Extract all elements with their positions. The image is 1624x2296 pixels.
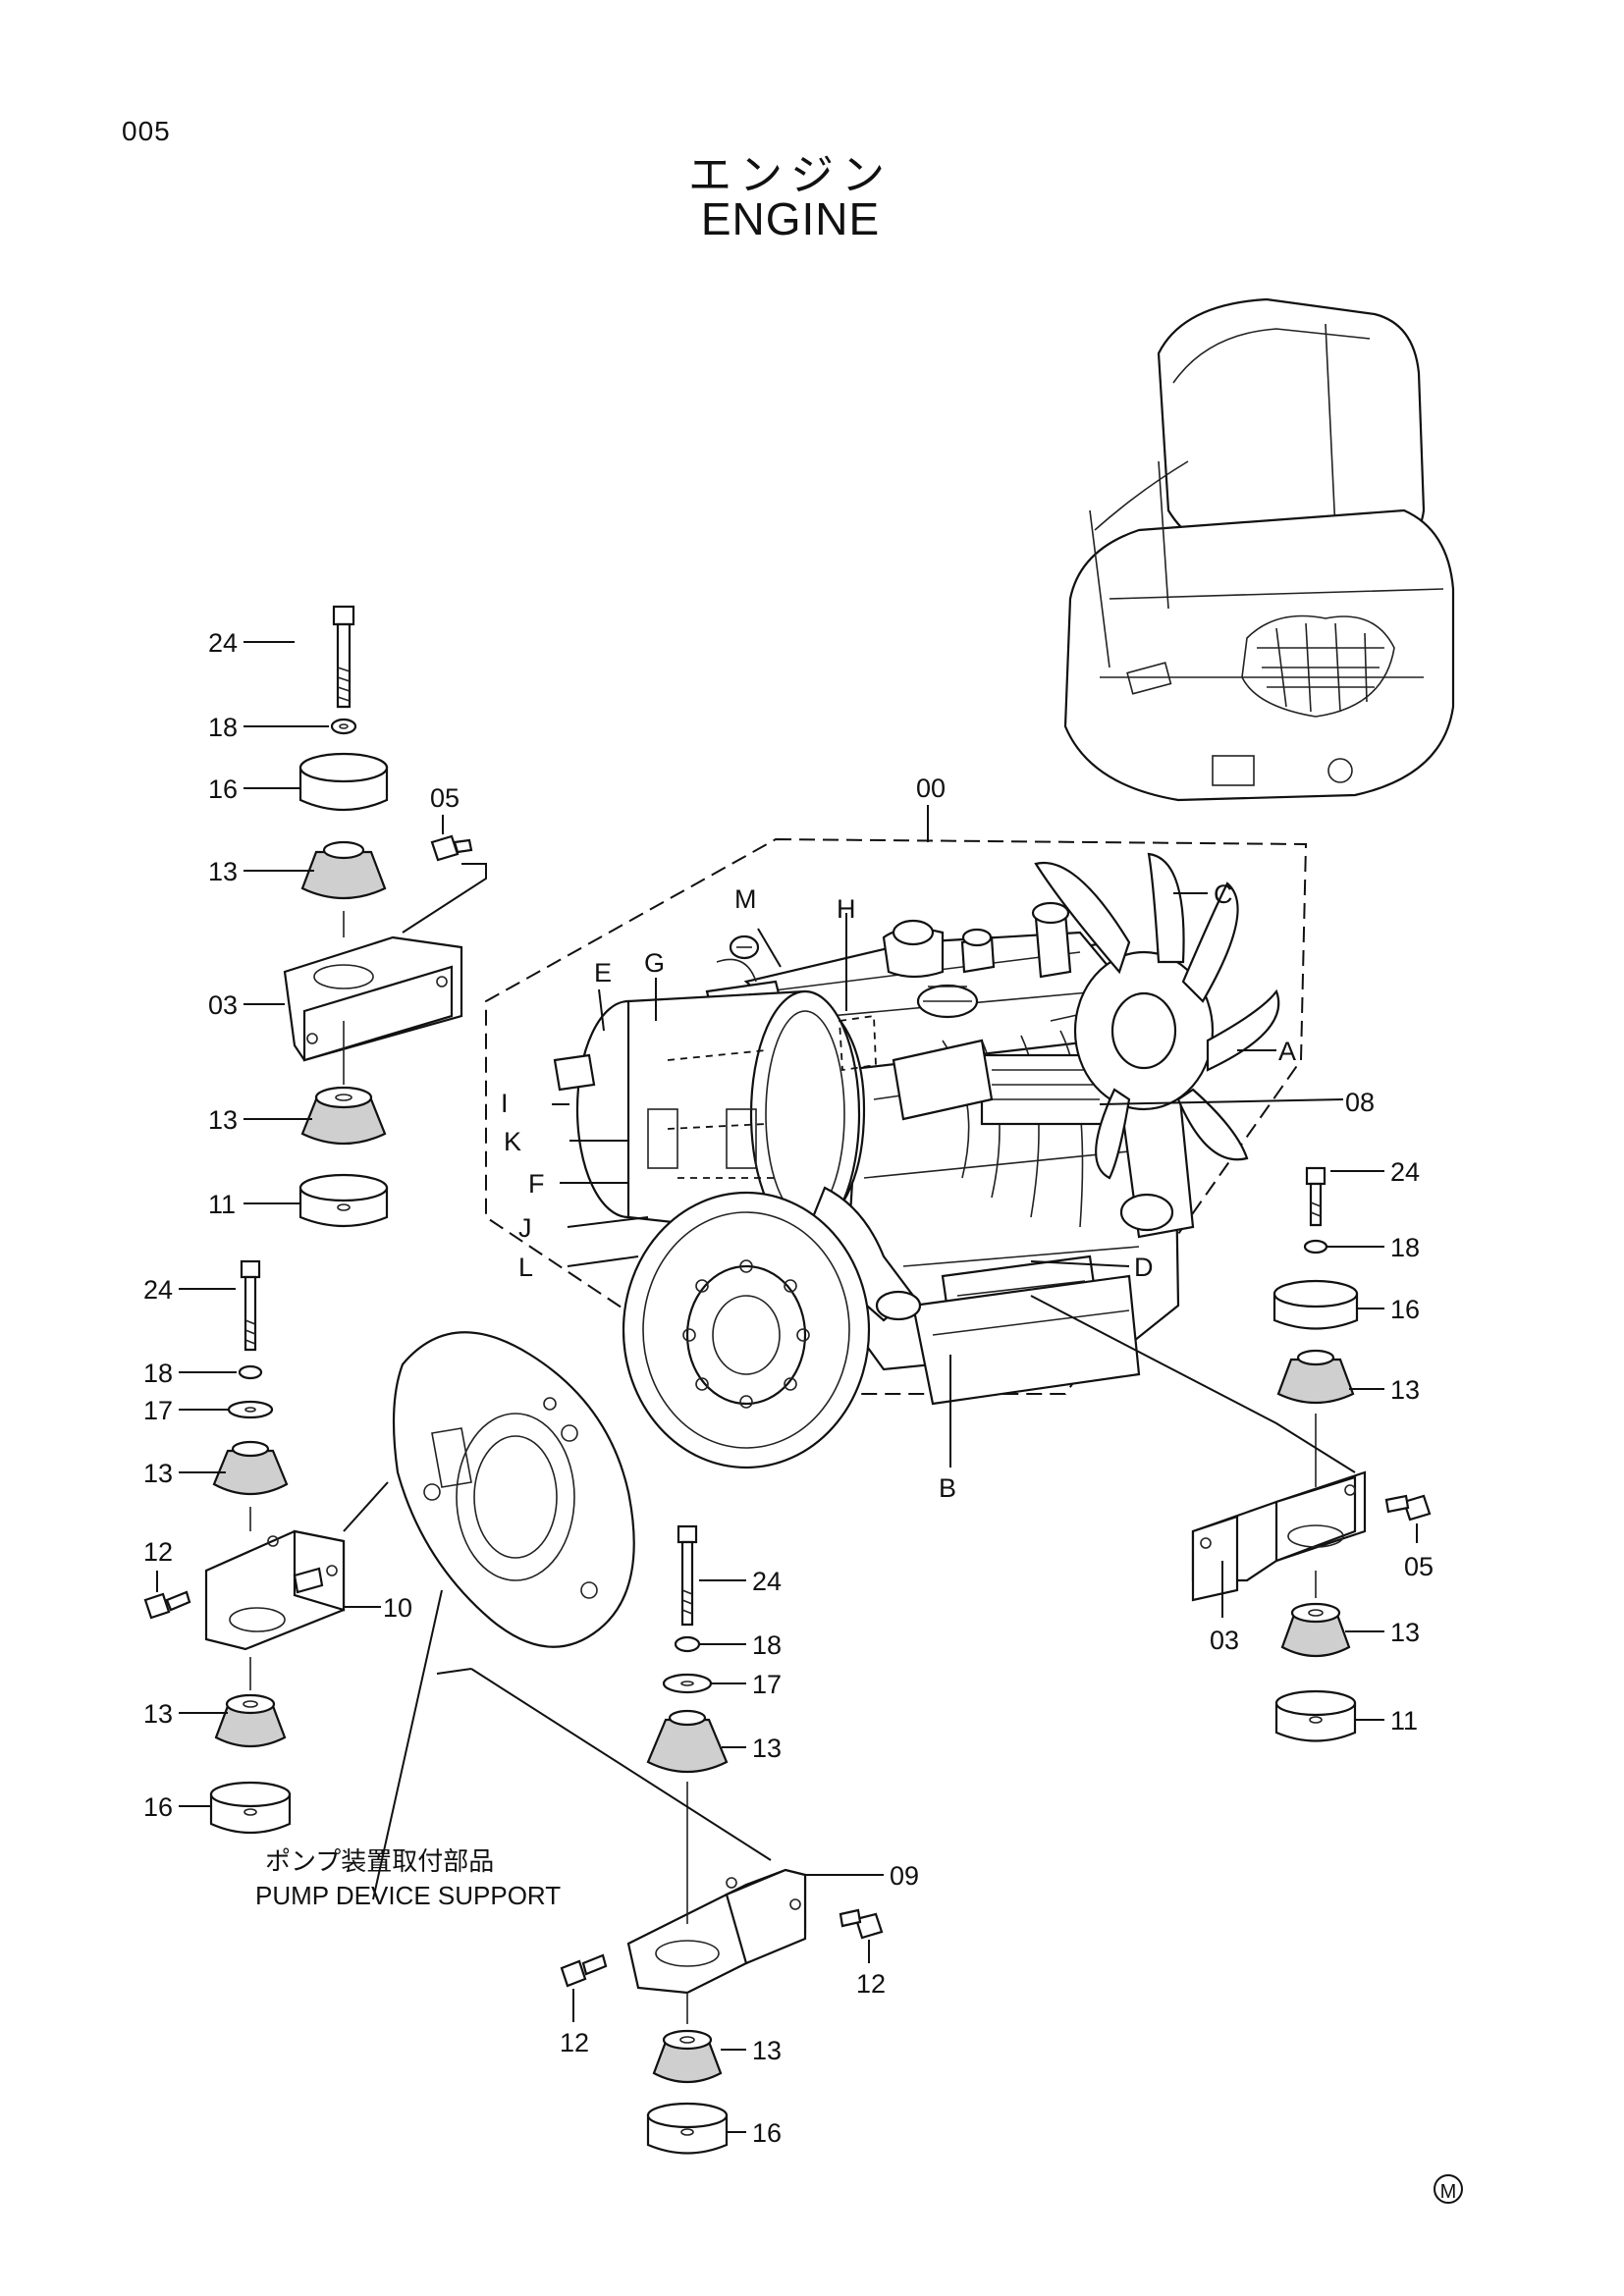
- manufacturer-mark: M: [1434, 2174, 1463, 2204]
- pump-note-en: PUMP DEVICE SUPPORT: [255, 1881, 561, 1910]
- callout-12-bottom-left: 12: [560, 2028, 589, 2057]
- callout-17-left: 17: [143, 1396, 173, 1425]
- title-english: ENGINE: [700, 193, 881, 244]
- callout-11-right: 11: [1390, 1706, 1418, 1735]
- callout-13-g: 13: [752, 1734, 782, 1763]
- letter-k: K: [504, 1127, 521, 1156]
- callout-13-e: 13: [1390, 1375, 1420, 1405]
- leader-lines: [156, 641, 1418, 2133]
- engine-letter-labels: A B C D E F G H I J K L M: [501, 880, 1296, 1503]
- callout-18-top: 18: [208, 713, 238, 742]
- callout-24-top: 24: [208, 628, 238, 658]
- callout-13-f: 13: [1390, 1618, 1420, 1647]
- cooling-fan-drawing: [1034, 852, 1280, 1180]
- callout-24-left: 24: [143, 1275, 173, 1305]
- callout-08: 08: [1345, 1088, 1375, 1117]
- callout-12-left: 12: [143, 1537, 173, 1567]
- letter-e: E: [594, 958, 612, 988]
- callout-13-d: 13: [143, 1699, 173, 1729]
- air-cleaner-drawing: [553, 934, 922, 1322]
- engine-assembly-boundary: [485, 837, 1308, 1395]
- letter-j: J: [518, 1213, 532, 1243]
- callout-24-mid: 24: [752, 1567, 782, 1596]
- pump-device-support-drawing: [392, 1331, 635, 1648]
- pump-device-support-note: ポンプ装置取付部品 PUMP DEVICE SUPPORT: [255, 1847, 561, 1910]
- mount-stack-left-top: [283, 605, 487, 1228]
- callout-16-left-bottom: 16: [143, 1792, 173, 1822]
- mount-stack-left-bottom: [143, 1259, 389, 1835]
- letter-m: M: [734, 884, 757, 914]
- letter-g: G: [644, 948, 665, 978]
- title-japanese: エンジン: [688, 150, 893, 200]
- letter-a: A: [1278, 1037, 1296, 1066]
- callout-00: 00: [916, 774, 946, 803]
- callout-13-b: 13: [208, 1105, 238, 1135]
- part-callouts: 00 24 18 16 13 03 13 11 05 24 18 17 13 1…: [143, 628, 1434, 2148]
- callout-10: 10: [383, 1593, 412, 1623]
- callout-13-h: 13: [752, 2036, 782, 2065]
- letter-d: D: [1134, 1253, 1154, 1282]
- page-number: 005: [122, 116, 171, 146]
- callout-03-left: 03: [208, 990, 238, 1020]
- letter-c: C: [1214, 880, 1233, 909]
- callout-13-a: 13: [208, 857, 238, 886]
- letter-h: H: [837, 894, 856, 924]
- letter-b: B: [939, 1473, 956, 1503]
- callout-05-right: 05: [1404, 1552, 1434, 1581]
- callout-18-left: 18: [143, 1359, 173, 1388]
- callout-16-top: 16: [208, 774, 238, 804]
- callout-05-left: 05: [430, 783, 460, 813]
- callout-18-right: 18: [1390, 1233, 1420, 1262]
- flywheel-drawing: [622, 1191, 871, 1469]
- machine-location-thumbnail: [1063, 297, 1455, 802]
- mount-stack-bottom-center: [436, 1524, 884, 2155]
- callout-11-left: 11: [208, 1190, 236, 1219]
- mount-stack-right: [1030, 1166, 1432, 1742]
- callout-03-right: 03: [1210, 1626, 1239, 1655]
- callout-16-bottom: 16: [752, 2118, 782, 2148]
- letter-i: I: [501, 1089, 509, 1118]
- callout-16-right: 16: [1390, 1295, 1420, 1324]
- manufacturer-mark-letter: M: [1440, 2181, 1457, 2203]
- callout-12-bottom-right: 12: [856, 1969, 886, 1999]
- callout-24-right: 24: [1390, 1157, 1420, 1187]
- letter-l: L: [518, 1253, 533, 1282]
- callout-18-mid: 18: [752, 1630, 782, 1660]
- letter-f: F: [528, 1169, 545, 1199]
- callout-09: 09: [890, 1861, 919, 1891]
- callout-13-c: 13: [143, 1459, 173, 1488]
- callout-17-mid: 17: [752, 1670, 782, 1699]
- pump-note-jp: ポンプ装置取付部品: [265, 1847, 494, 1877]
